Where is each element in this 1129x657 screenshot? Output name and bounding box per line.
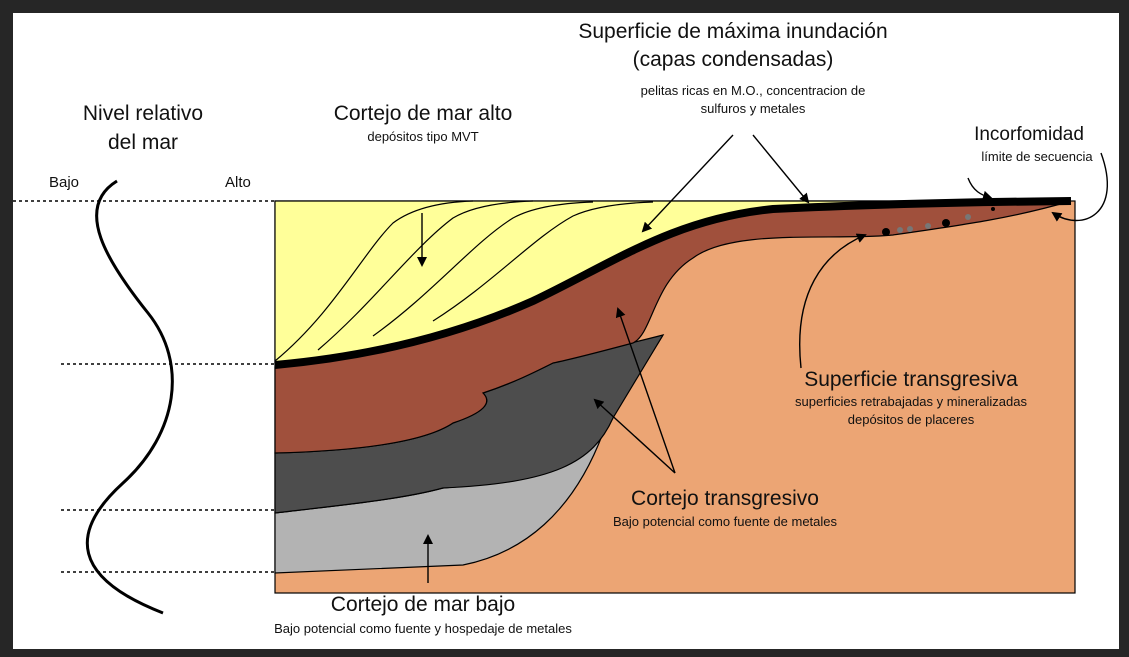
arrow-unconformity: [967, 177, 993, 201]
arrow-sequence-boundary: [1051, 152, 1108, 222]
transgressive-surface-subtitle-2: depósitos de placeres: [848, 412, 975, 427]
clinoform-lines: [274, 200, 654, 362]
arrow-transgressive-dark: [593, 398, 676, 474]
arrow-transgressive-surface: [799, 233, 867, 369]
mfs-subtitle-2: sulfuros y metales: [701, 101, 806, 116]
unconformity-title: Incorfomidad: [974, 124, 1084, 145]
high-label: Alto: [225, 174, 251, 191]
mfs-subtitle-1: pelitas ricas en M.O., concentracion de: [641, 83, 866, 98]
sea-level-title-1: Nivel relativo: [83, 102, 203, 125]
transgressive-surface-title: Superficie transgresiva: [804, 368, 1018, 391]
sea-level-curve: [85, 179, 174, 615]
transgressive-title: Cortejo transgresivo: [631, 487, 819, 510]
mfs-title-1: Superficie de máxima inundación: [578, 20, 887, 43]
arrow-transgressive-brown: [615, 307, 676, 474]
arrow-mfs-right: [752, 134, 810, 204]
highstand-title: Cortejo de mar alto: [334, 102, 513, 125]
lowstand-title: Cortejo de mar bajo: [331, 593, 515, 616]
highstand-subtitle: depósitos tipo MVT: [367, 129, 478, 144]
placer-deposits: [882, 207, 995, 236]
diagram-frame: Nivel relativo del mar Bajo Alto Cortejo…: [13, 13, 1119, 649]
annotation-arrows: [417, 134, 1108, 583]
reference-dotted-lines: [13, 200, 275, 573]
arrow-mfs-left: [641, 134, 734, 233]
unconformity-subtitle: límite de secuencia: [981, 149, 1093, 164]
max-flooding-surface: [274, 197, 1072, 369]
sequence-stratigraphy-diagram: Nivel relativo del mar Bajo Alto Cortejo…: [13, 20, 1108, 636]
sea-level-title-2: del mar: [108, 131, 178, 154]
transgressive-subtitle: Bajo potencial como fuente de metales: [613, 514, 838, 529]
transgressive-surface-subtitle-1: superficies retrabajadas y mineralizadas: [795, 394, 1027, 409]
lowstand-subtitle: Bajo potencial como fuente y hospedaje d…: [274, 621, 572, 636]
low-label: Bajo: [49, 174, 79, 191]
mfs-title-2: (capas condensadas): [633, 48, 834, 71]
